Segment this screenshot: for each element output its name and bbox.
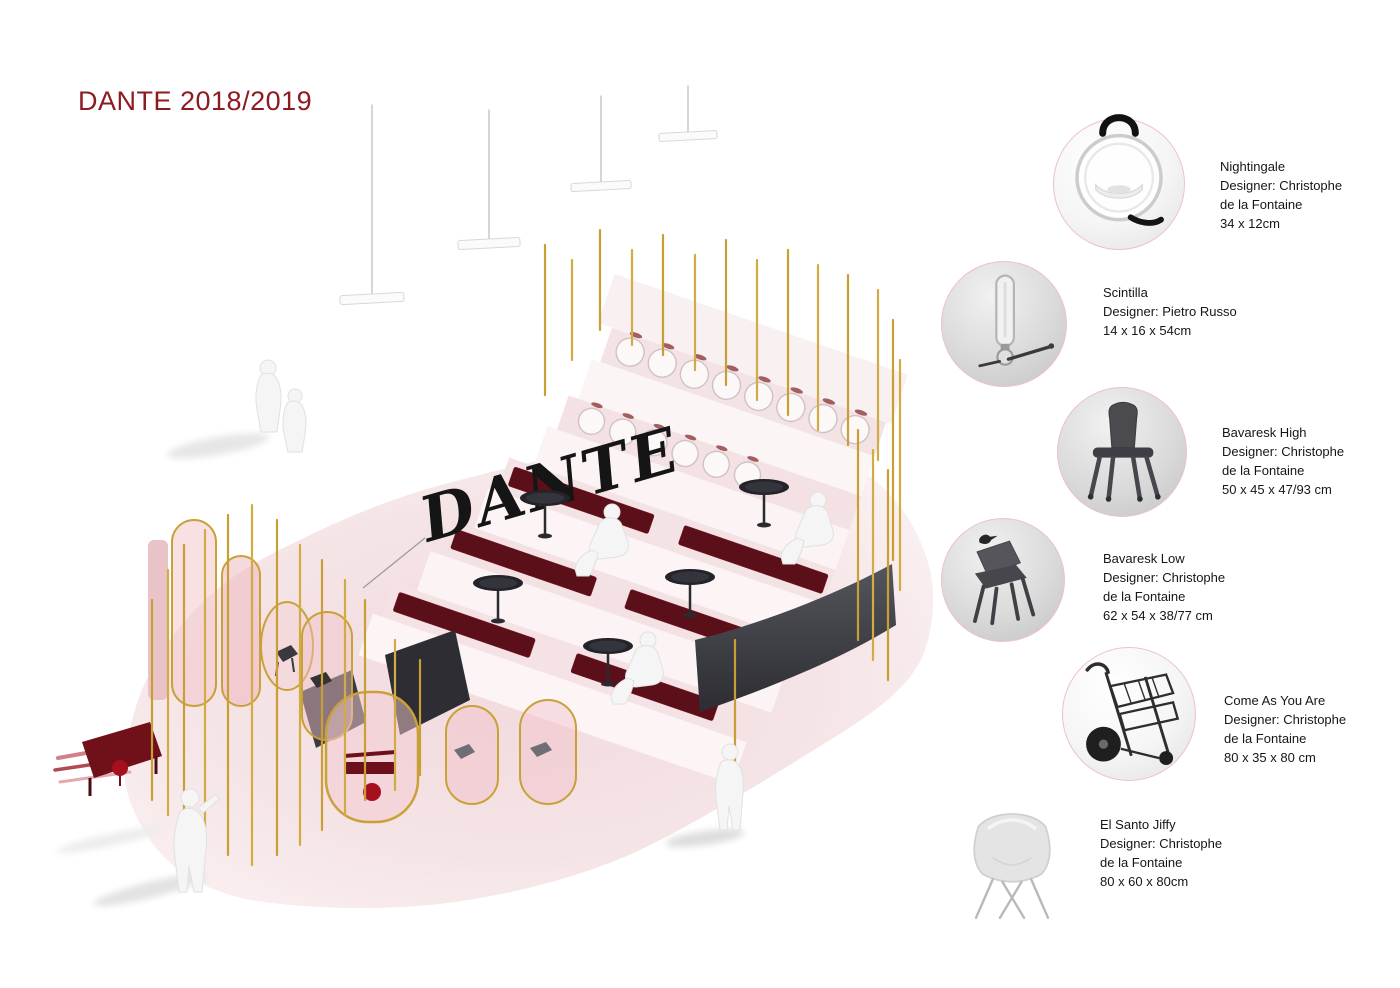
product-info-el-santo-jiffy: El Santo Jiffy Designer: Christophe de l… xyxy=(1100,815,1240,891)
tiered-seating xyxy=(358,273,908,784)
product-info-nightingale: Nightingale Designer: Christophe de la F… xyxy=(1220,157,1355,233)
product-photo-scintilla xyxy=(941,261,1067,387)
product-name: El Santo Jiffy xyxy=(1100,817,1176,832)
scintilla-lamp-icon xyxy=(978,274,1055,368)
product-dimensions: 62 x 54 x 38/77 cm xyxy=(1103,608,1213,623)
bavaresk-high-chair-icon xyxy=(1087,401,1161,502)
pendant-lights xyxy=(339,85,718,306)
el-santo-jiffy-chair-icon xyxy=(973,813,1051,919)
product-name: Bavaresk High xyxy=(1222,425,1307,440)
product-designer: Designer: Pietro Russo xyxy=(1103,304,1237,319)
product-designer: de la Fontaine xyxy=(1100,855,1183,870)
product-info-scintilla: Scintilla Designer: Pietro Russo 14 x 16… xyxy=(1103,283,1268,340)
product-name: Nightingale xyxy=(1220,159,1286,174)
product-designer: Designer: Christophe xyxy=(1224,712,1347,727)
product-designer: Designer: Christophe xyxy=(1103,570,1226,585)
product-photo-nightingale xyxy=(1053,114,1185,250)
product-info-come-as-you-are: Come As You Are Designer: Christophe de … xyxy=(1224,691,1364,767)
product-photo-bavaresk-low xyxy=(941,518,1065,642)
product-designer: de la Fontaine xyxy=(1224,731,1307,746)
product-name: Come As You Are xyxy=(1224,693,1326,708)
product-name: Scintilla xyxy=(1103,285,1148,300)
bavaresk-low-chair-icon xyxy=(973,534,1036,626)
product-photo-come-as-you-are xyxy=(1062,647,1196,781)
product-info-bavaresk-high: Bavaresk High Designer: Christophe de la… xyxy=(1222,423,1362,499)
product-designer: de la Fontaine xyxy=(1103,589,1186,604)
product-dimensions: 34 x 12cm xyxy=(1220,216,1280,231)
product-designer: Designer: Christophe xyxy=(1100,836,1223,851)
product-info-bavaresk-low: Bavaresk Low Designer: Christophe de la … xyxy=(1103,549,1243,625)
product-dimensions: 50 x 45 x 47/93 cm xyxy=(1222,482,1332,497)
product-designer: Designer: Christophe xyxy=(1220,178,1343,193)
come-as-you-are-cart-icon xyxy=(1085,662,1180,766)
nightingale-lamp-icon xyxy=(1075,114,1164,226)
visitor-figures xyxy=(173,359,834,893)
red-corner-furniture xyxy=(53,722,162,796)
dark-curved-wall xyxy=(695,564,896,712)
product-dimensions: 14 x 16 x 54cm xyxy=(1103,323,1192,338)
product-designer: de la Fontaine xyxy=(1220,197,1303,212)
product-photo-el-santo-jiffy xyxy=(952,795,1072,923)
brass-poles xyxy=(150,228,902,867)
cafe-tables xyxy=(473,479,789,687)
product-designer: de la Fontaine xyxy=(1222,463,1305,478)
product-name: Bavaresk Low xyxy=(1103,551,1185,566)
product-photo-bavaresk-high xyxy=(1057,387,1187,517)
product-dimensions: 80 x 35 x 80 cm xyxy=(1224,750,1316,765)
product-designer: Designer: Christophe xyxy=(1222,444,1345,459)
glass-jars xyxy=(577,331,870,489)
page-title: DANTE 2018/2019 xyxy=(78,86,313,116)
exhibition-render: DANTE xyxy=(53,85,934,909)
product-dimensions: 80 x 60 x 80cm xyxy=(1100,874,1189,889)
